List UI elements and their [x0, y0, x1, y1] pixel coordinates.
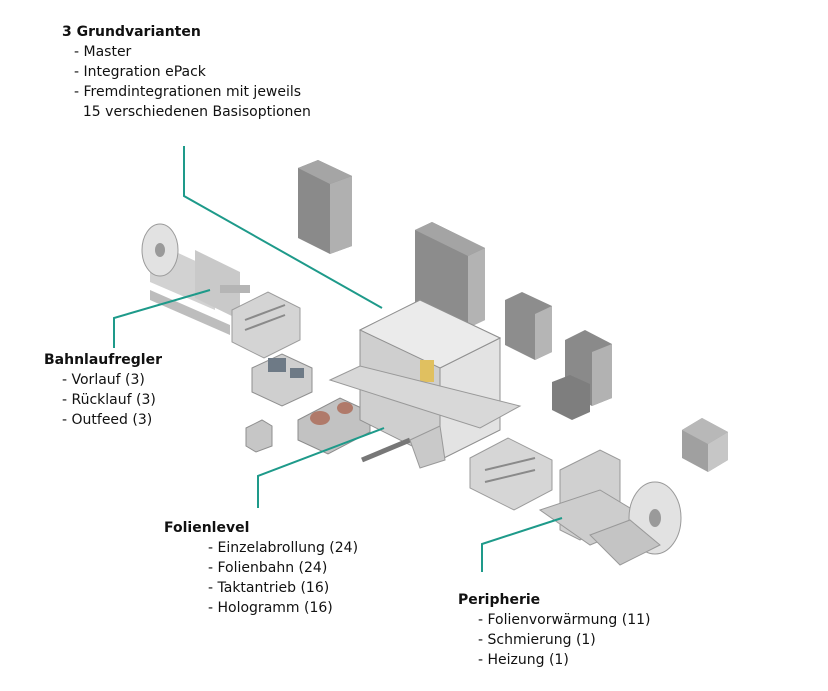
callout-item: - Heizung (1)	[478, 652, 569, 668]
callout-item: - Outfeed (3)	[62, 412, 153, 428]
cabinet-right-2	[552, 330, 612, 420]
callout-heading: Folienlevel	[164, 520, 250, 536]
leader-line-peripherie	[481, 517, 563, 572]
cabinet-right-1	[505, 292, 552, 360]
callout-heading: 3 Grundvarianten	[62, 24, 201, 40]
infeed-unit	[297, 397, 371, 455]
callout-item: - Master	[74, 44, 132, 60]
small-stand	[245, 419, 273, 453]
callout-item: 15 verschiedenen Basisoptionen	[74, 104, 311, 120]
control-cabinet-small	[298, 160, 352, 254]
leader-line-grundvarianten	[183, 146, 383, 309]
main-press	[328, 299, 522, 469]
rewinder-right	[538, 449, 682, 566]
callout-item: - Fremdintegrationen mit jeweils	[74, 84, 302, 100]
callout-item: - Taktantrieb (16)	[208, 580, 330, 596]
operator-panel	[251, 353, 313, 407]
callout-item: - Vorlauf (3)	[62, 372, 145, 388]
callout-item: - Hologramm (16)	[208, 600, 333, 616]
callout-item: - Integration ePack	[74, 64, 206, 80]
callout-item: - Folienbahn (24)	[208, 560, 328, 576]
callout-item: - Schmierung (1)	[478, 632, 596, 648]
callout-grundvarianten: 3 Grundvarianten - Master - Integration …	[62, 22, 311, 122]
callout-item: - Einzelabrollung (24)	[208, 540, 359, 556]
guide-unit-right	[469, 437, 553, 511]
callout-item: - Folienvorwärmung (11)	[478, 612, 651, 628]
control-cabinet-large	[415, 222, 485, 328]
leader-line-folienlevel	[257, 427, 385, 508]
callout-folienlevel: Folienlevel - Einzelabrollung (24) - Fol…	[164, 518, 358, 618]
box-right	[682, 418, 728, 472]
leader-line-bahnlaufregler	[113, 289, 211, 348]
callout-heading: Peripherie	[458, 592, 541, 608]
guide-unit-left	[231, 291, 301, 359]
callout-bahnlaufregler: Bahnlaufregler - Vorlauf (3) - Rücklauf …	[44, 350, 162, 430]
callout-peripherie: Peripherie - Folienvorwärmung (11) - Sch…	[458, 590, 651, 670]
callout-item: - Rücklauf (3)	[62, 392, 156, 408]
callout-heading: Bahnlaufregler	[44, 352, 162, 368]
